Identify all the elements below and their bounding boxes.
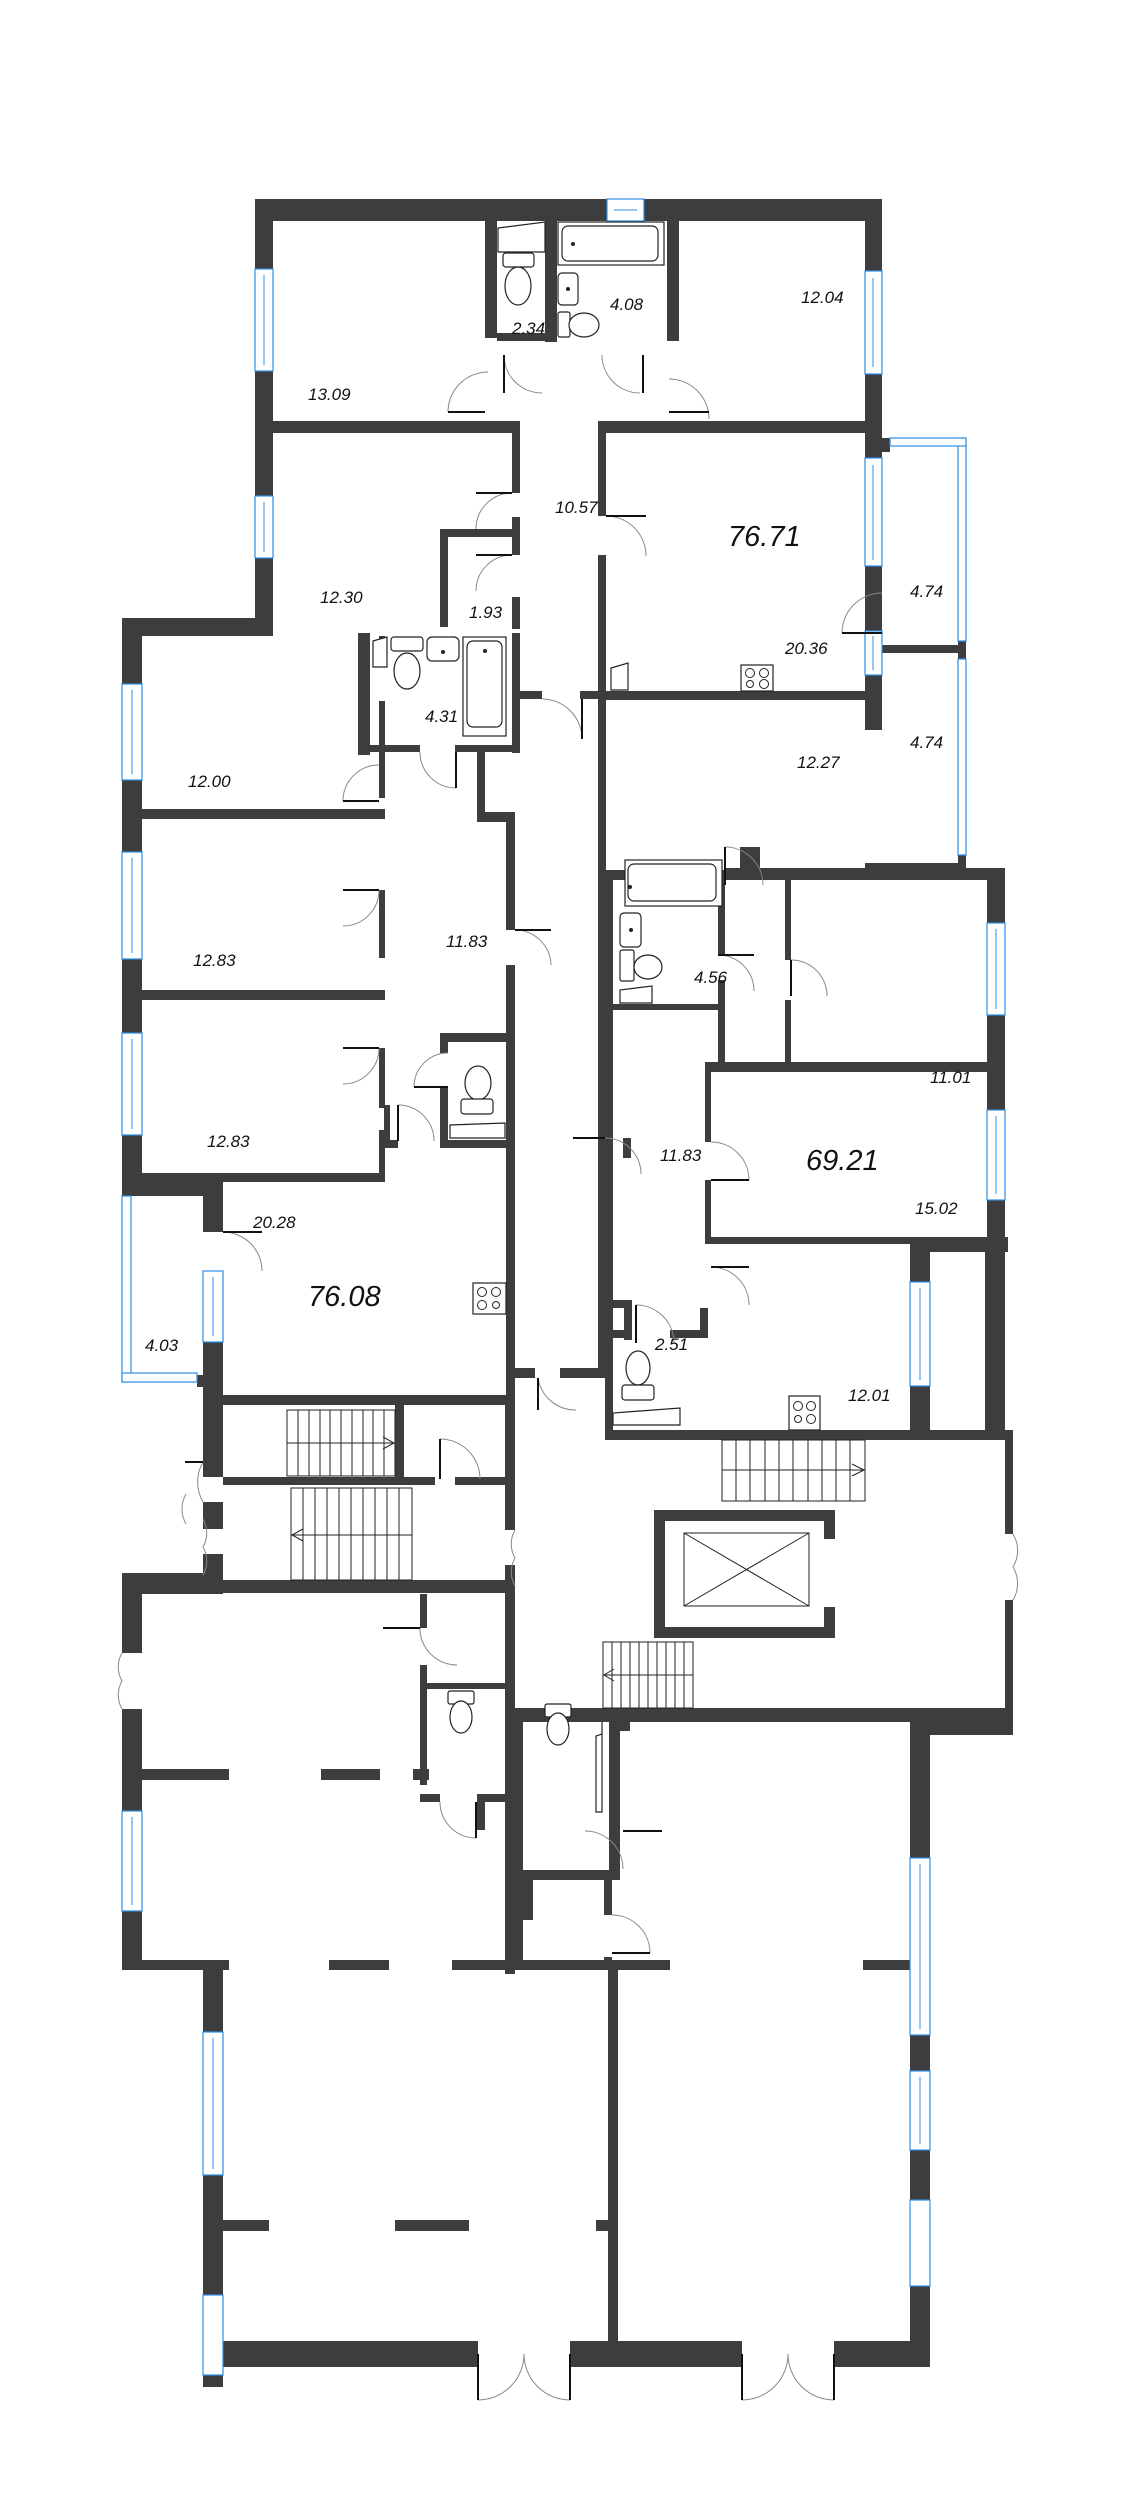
sink-icon (557, 272, 579, 306)
toilet-icon (447, 1690, 475, 1734)
room-area-label: 2.34 (511, 319, 545, 338)
stove-icon (472, 1282, 507, 1315)
room-area-label: 20.28 (252, 1213, 296, 1232)
fixtures (372, 221, 821, 1813)
bathtub-icon (462, 636, 507, 737)
room-area-label: 12.83 (207, 1132, 250, 1151)
room-area-label: 11.83 (446, 932, 488, 951)
elevator-icon (683, 1532, 810, 1607)
doors (117, 354, 1019, 2401)
room-area-label: 13.09 (308, 385, 351, 404)
sink-icon (426, 636, 460, 662)
room-area-label: 4.56 (694, 968, 728, 987)
stair-west-upper (286, 1409, 396, 1477)
toilet-icon (544, 1703, 572, 1746)
walls (122, 199, 1013, 2387)
sink-icon (372, 636, 388, 668)
apartment-total-area: 76.08 (308, 1281, 381, 1313)
room-area-label: 12.83 (193, 951, 236, 970)
bathtub-icon (557, 221, 665, 266)
windows (121, 198, 1006, 2376)
room-area-label: 12.01 (848, 1386, 891, 1405)
toilet-icon (557, 311, 600, 338)
room-area-label: 2.51 (654, 1335, 688, 1354)
room-area-label: 12.30 (320, 588, 363, 607)
bathtub-icon (624, 859, 723, 907)
area-labels: 13.09 2.34 4.08 12.04 10.57 12.30 1.93 7… (145, 288, 971, 1405)
toilet-icon (460, 1065, 494, 1115)
stair-east-lower (602, 1641, 694, 1709)
room-area-label: 1.93 (469, 603, 503, 622)
room-area-label: 12.04 (801, 288, 844, 307)
room-area-label: 12.27 (797, 753, 840, 772)
apartment-total-area: 76.71 (728, 521, 801, 553)
toilet-icon (390, 636, 424, 690)
stair-east-upper (721, 1439, 866, 1502)
room-area-label: 4.31 (425, 707, 458, 726)
room-area-label: 11.83 (660, 1146, 702, 1165)
stair-west-lower (290, 1487, 413, 1581)
toilet-icon (621, 1350, 655, 1401)
room-area-label: 4.74 (910, 582, 943, 601)
room-area-label: 20.36 (784, 639, 828, 658)
room-area-label: 12.00 (188, 772, 231, 791)
stove-icon (740, 664, 774, 692)
room-area-label: 4.74 (910, 733, 943, 752)
toilet-icon (502, 252, 535, 306)
stove-icon (788, 1395, 821, 1431)
sink-icon (497, 221, 546, 253)
room-area-label: 15.02 (915, 1199, 958, 1218)
room-area-label: 4.08 (610, 295, 644, 314)
toilet-icon (619, 949, 663, 982)
sink-icon (619, 912, 642, 948)
apartment-total-area: 69.21 (806, 1145, 879, 1177)
room-area-label: 4.03 (145, 1336, 179, 1355)
room-area-label: 11.01 (930, 1068, 971, 1087)
room-area-label: 10.57 (555, 498, 598, 517)
